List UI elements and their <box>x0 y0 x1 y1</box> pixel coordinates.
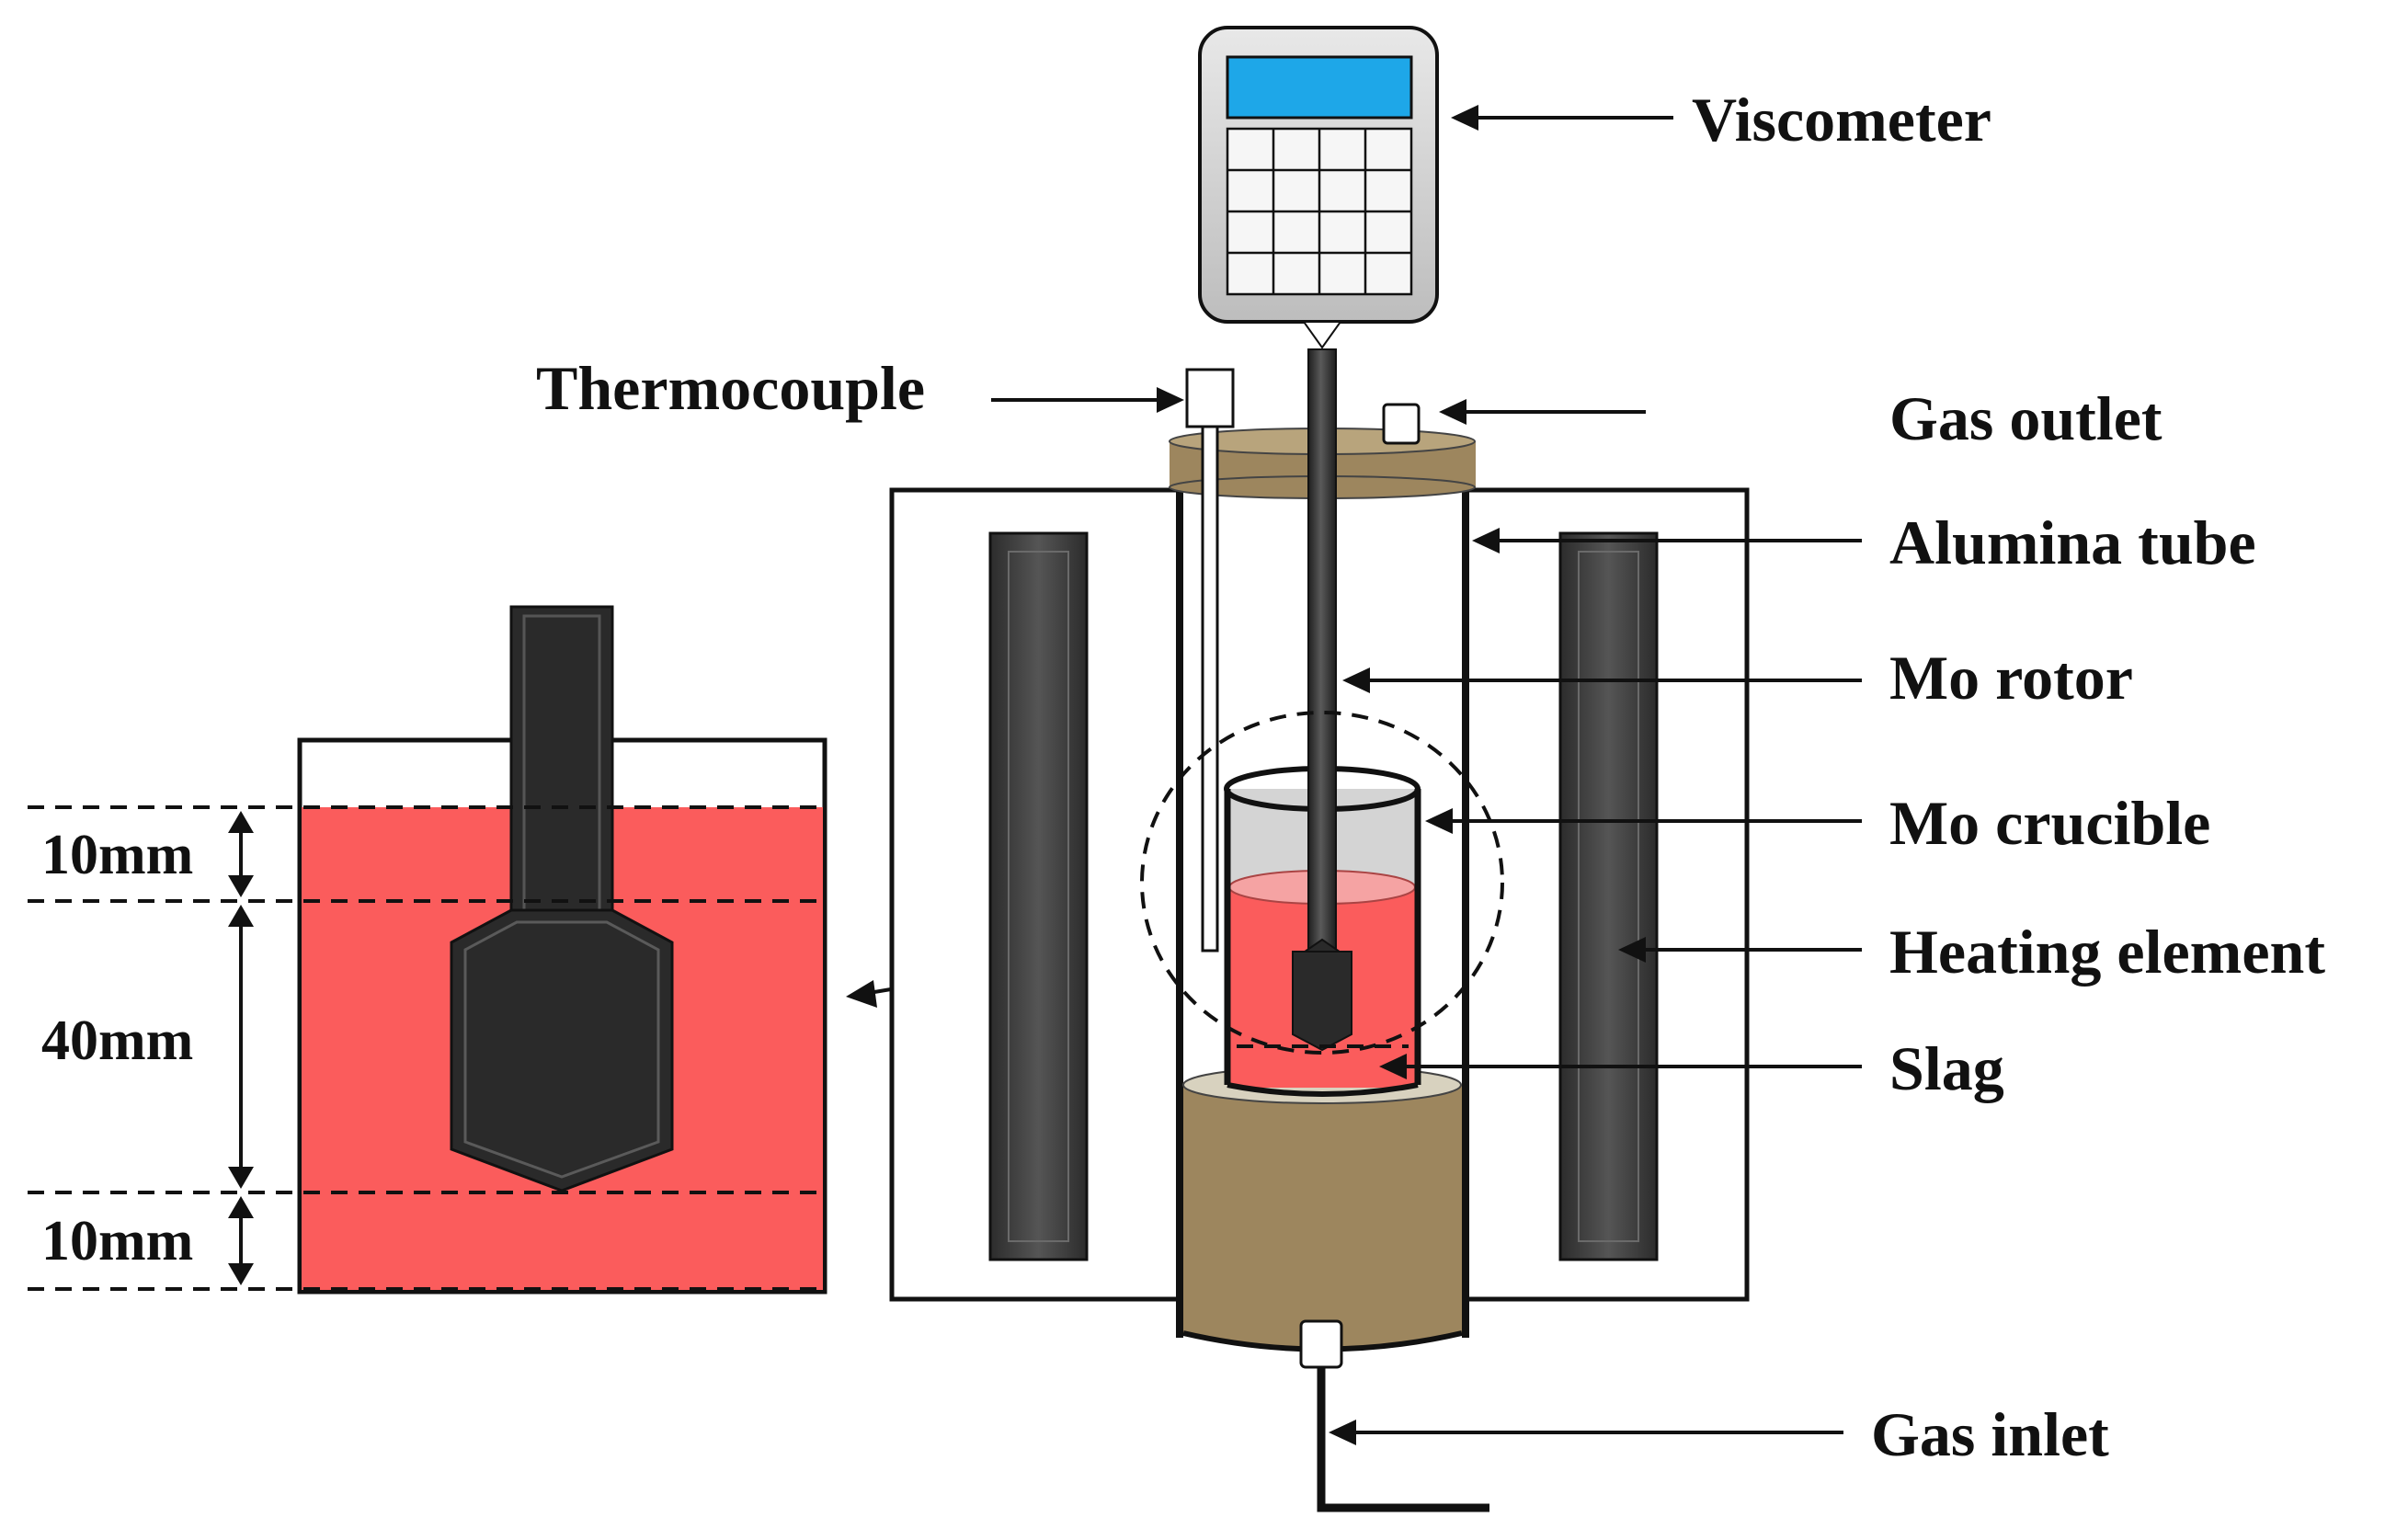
viscometer-device <box>1198 26 1439 349</box>
svg-text:Thermocouple: Thermocouple <box>536 353 925 423</box>
label-gas-inlet: Gas inlet <box>1329 1399 2109 1469</box>
crucible-support <box>1182 1066 1463 1352</box>
svg-text:Slag: Slag <box>1889 1033 2004 1103</box>
svg-text:Viscometer: Viscometer <box>1692 85 1991 154</box>
gas-outlet-port <box>1382 403 1421 445</box>
svg-text:Gas outlet: Gas outlet <box>1889 383 2162 453</box>
label-thermocouple: Thermocouple <box>536 353 1184 423</box>
viscometer-display <box>1226 55 1413 120</box>
dim-arrow-middle <box>228 905 254 1189</box>
furnace <box>889 348 1750 1512</box>
inset-detail: 10mm 40mm 10mm <box>28 605 1134 1295</box>
heating-element-right <box>1558 531 1659 1261</box>
gas-inlet-pipe <box>1299 1319 1489 1512</box>
magnifier-circle <box>1140 711 1504 1055</box>
dim-arrow-bottom <box>228 1196 254 1285</box>
label-viscometer: Viscometer <box>1451 85 1991 154</box>
svg-text:Mo rotor: Mo rotor <box>1889 643 2133 713</box>
viscometer-keypad <box>1226 127 1413 296</box>
svg-text:Heating element: Heating element <box>1889 917 2325 987</box>
dim-label-middle: 40mm <box>41 1010 193 1072</box>
inset-rotor-bob <box>450 908 674 1192</box>
label-mo-rotor: Mo rotor <box>1342 643 2133 713</box>
thermocouple <box>1185 368 1235 953</box>
label-heating-element: Heating element <box>1618 917 2325 987</box>
svg-text:Alumina tube: Alumina tube <box>1889 508 2256 577</box>
dim-label-top: 10mm <box>41 824 193 886</box>
label-mo-crucible: Mo crucible <box>1425 788 2210 858</box>
dim-arrow-top <box>228 811 254 897</box>
dim-label-bottom: 10mm <box>41 1210 193 1272</box>
inset-rotor-shaft <box>509 605 614 926</box>
label-gas-outlet: Gas outlet <box>1439 383 2162 453</box>
svg-text:Mo crucible: Mo crucible <box>1889 788 2210 858</box>
heating-element-left <box>988 531 1089 1261</box>
svg-text:Gas inlet: Gas inlet <box>1871 1399 2109 1469</box>
mo-rotor <box>1292 348 1352 1052</box>
label-alumina-tube: Alumina tube <box>1472 508 2256 577</box>
label-slag: Slag <box>1379 1033 2004 1103</box>
